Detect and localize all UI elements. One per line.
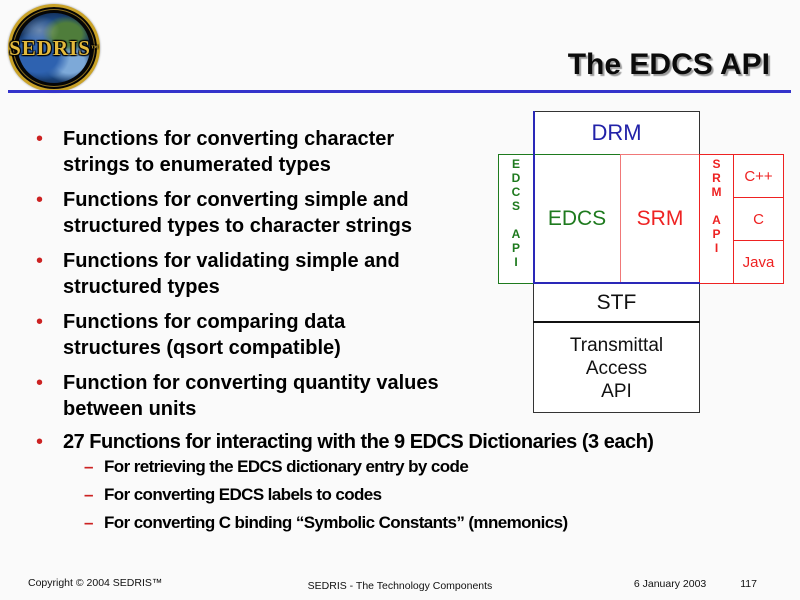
language-bindings-column: C++ C Java: [733, 154, 784, 284]
stf-box: STF: [596, 290, 637, 314]
sub-bullet-list: – For retrieving the EDCS dictionary ent…: [84, 456, 568, 540]
footer-page-number: 117: [740, 578, 757, 590]
list-item: • Functions for converting simple and st…: [36, 187, 496, 239]
srm-box: SRM: [620, 154, 700, 284]
edcs-box: EDCS: [533, 154, 621, 284]
sedris-logo-wordmark: SEDRIS: [9, 35, 91, 60]
list-item: – For retrieving the EDCS dictionary ent…: [84, 456, 568, 477]
transmittal-access-api-box: Transmittal Access API: [569, 334, 664, 402]
bullet-icon: •: [36, 431, 44, 453]
list-item: • Functions for validating simple and st…: [36, 248, 496, 300]
title-underline: [8, 90, 791, 93]
bullet-text: Functions for converting simple and stru…: [63, 189, 412, 237]
footer-date: 6 January 2003: [633, 578, 707, 590]
list-item: – For converting EDCS labels to codes: [84, 484, 568, 505]
bullet-text: Functions for validating simple and stru…: [63, 250, 400, 298]
edcs-api-label: E D C S A P I: [511, 157, 521, 269]
summary-text: 27 Functions for interacting with the 9 …: [63, 431, 654, 453]
edcs-api-box: E D C S A P I: [498, 154, 534, 284]
list-item: • Function for converting quantity value…: [36, 370, 496, 422]
summary-bullet: • 27 Functions for interacting with the …: [36, 429, 796, 455]
footer-right: 6 January 2003 117: [634, 578, 757, 590]
list-item: • Functions for comparing data structure…: [36, 309, 496, 361]
footer-copyright: Copyright © 2004 SEDRIS™: [28, 577, 163, 589]
slide-title: The EDCS API: [567, 48, 770, 81]
bullet-icon: •: [36, 372, 44, 394]
sub-bullet-text: For retrieving the EDCS dictionary entry…: [104, 457, 469, 476]
stf-transmittal-divider: [533, 321, 700, 323]
earth-globe-icon: [18, 13, 90, 83]
list-item: • Functions for converting character str…: [36, 126, 496, 178]
bullet-text: Functions for converting character strin…: [63, 128, 395, 176]
sub-bullet-text: For converting EDCS labels to codes: [104, 485, 382, 504]
c-binding-box: C: [733, 197, 784, 241]
dash-icon: –: [84, 485, 94, 504]
bullet-text: Functions for comparing data structures …: [63, 311, 346, 359]
cpp-binding-box: C++: [733, 154, 784, 198]
srm-api-box: S R M A P I: [699, 154, 734, 284]
java-binding-box: Java: [733, 240, 784, 284]
dash-icon: –: [84, 457, 94, 476]
bullet-icon: •: [36, 311, 44, 333]
list-item: – For converting C binding “Symbolic Con…: [84, 512, 568, 533]
sub-bullet-text: For converting C binding “Symbolic Const…: [104, 513, 568, 532]
bullet-icon: •: [36, 189, 44, 211]
bullet-list: • Functions for converting character str…: [36, 126, 496, 431]
dash-icon: –: [84, 513, 94, 532]
drm-box: DRM: [591, 120, 642, 145]
trademark-symbol: ™: [90, 44, 99, 52]
bullet-icon: •: [36, 250, 44, 272]
bullet-icon: •: [36, 128, 44, 150]
srm-api-label: S R M A P I: [711, 157, 722, 255]
bullet-text: Function for converting quantity values …: [63, 372, 439, 420]
footer-subtitle: SEDRIS - The Technology Components: [307, 580, 493, 592]
